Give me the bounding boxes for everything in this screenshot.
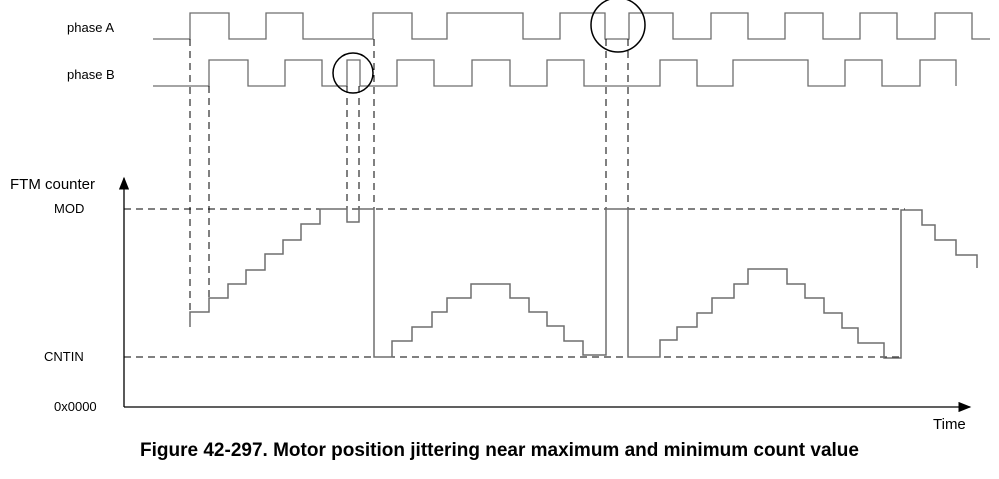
zero-level-label: 0x0000 bbox=[54, 399, 97, 414]
counter-waveform bbox=[189, 208, 978, 359]
jitter-highlight-circle bbox=[590, 0, 646, 53]
phase-a-label: phase A bbox=[67, 20, 114, 35]
phase-b-waveform bbox=[153, 59, 957, 87]
phase-a-waveform bbox=[153, 12, 990, 40]
mod-level-label: MOD bbox=[54, 201, 85, 216]
figure-caption: Figure 42-297. Motor position jittering … bbox=[140, 440, 859, 461]
y-axis-label: FTM counter bbox=[10, 176, 96, 193]
jitter-highlight-circle bbox=[332, 52, 374, 94]
phase-b-label: phase B bbox=[67, 67, 115, 82]
dashed-guides bbox=[124, 39, 905, 358]
x-axis-label: Time bbox=[933, 416, 966, 433]
cntin-level-label: CNTIN bbox=[44, 349, 84, 364]
